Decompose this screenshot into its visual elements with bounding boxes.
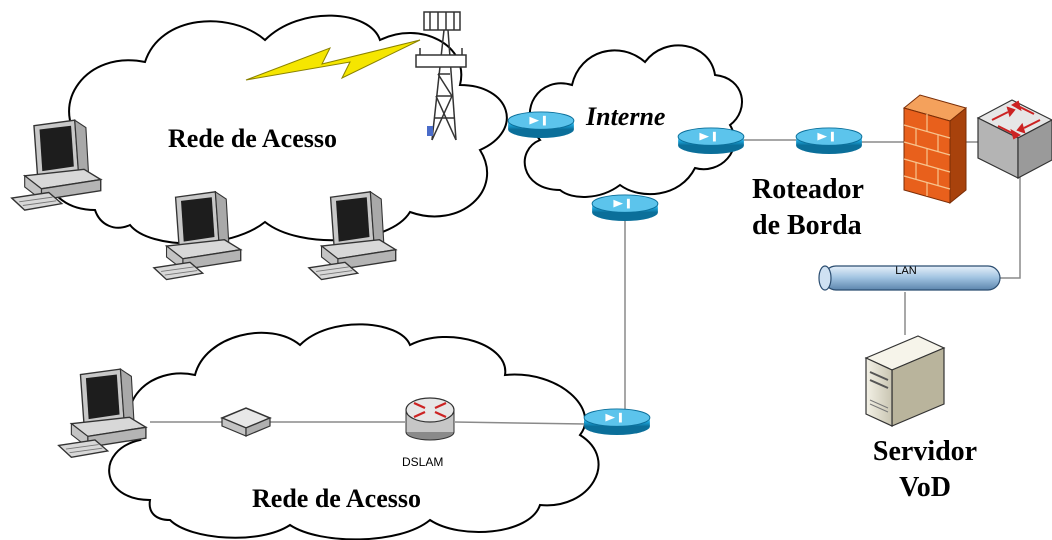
server-tower-icon xyxy=(864,335,946,427)
radio-tower-icon xyxy=(415,11,467,141)
lightning-bolt-icon xyxy=(245,39,421,81)
access-network-cloud-top xyxy=(46,14,508,245)
router-icon-internet-left xyxy=(507,111,575,139)
router-icon-internet-right xyxy=(677,127,745,155)
edge-router-label: Roteador de Borda xyxy=(752,172,864,244)
link-switch-lan xyxy=(1000,170,1021,279)
dsl-modem-icon xyxy=(220,407,272,437)
dslam-router-icon xyxy=(405,397,455,441)
router-icon-edge xyxy=(795,127,863,155)
internet-label: Interne xyxy=(586,102,666,131)
link-dslam-router xyxy=(454,421,586,425)
vod-server-label-line1: Servidor xyxy=(872,436,978,467)
edge-router-label-line1: Roteador xyxy=(752,174,864,205)
vod-server-label-line2: VoD xyxy=(899,472,951,503)
edge-router-label-line2: de Borda xyxy=(752,210,862,241)
access-network-cloud-bottom xyxy=(108,323,600,540)
switch-icon xyxy=(976,99,1052,179)
access-network-label-bottom: Rede de Acesso xyxy=(252,484,421,513)
router-icon-access xyxy=(583,408,651,436)
dslam-label: DSLAM xyxy=(402,455,444,469)
access-network-label-top: Rede de Acesso xyxy=(168,124,337,153)
vod-server-label: Servidor VoD xyxy=(860,434,990,506)
lan-segment-icon xyxy=(818,265,1001,291)
lan-label: LAN xyxy=(895,265,917,277)
firewall-icon xyxy=(902,94,968,205)
router-icon-internet-bottom xyxy=(591,194,659,222)
